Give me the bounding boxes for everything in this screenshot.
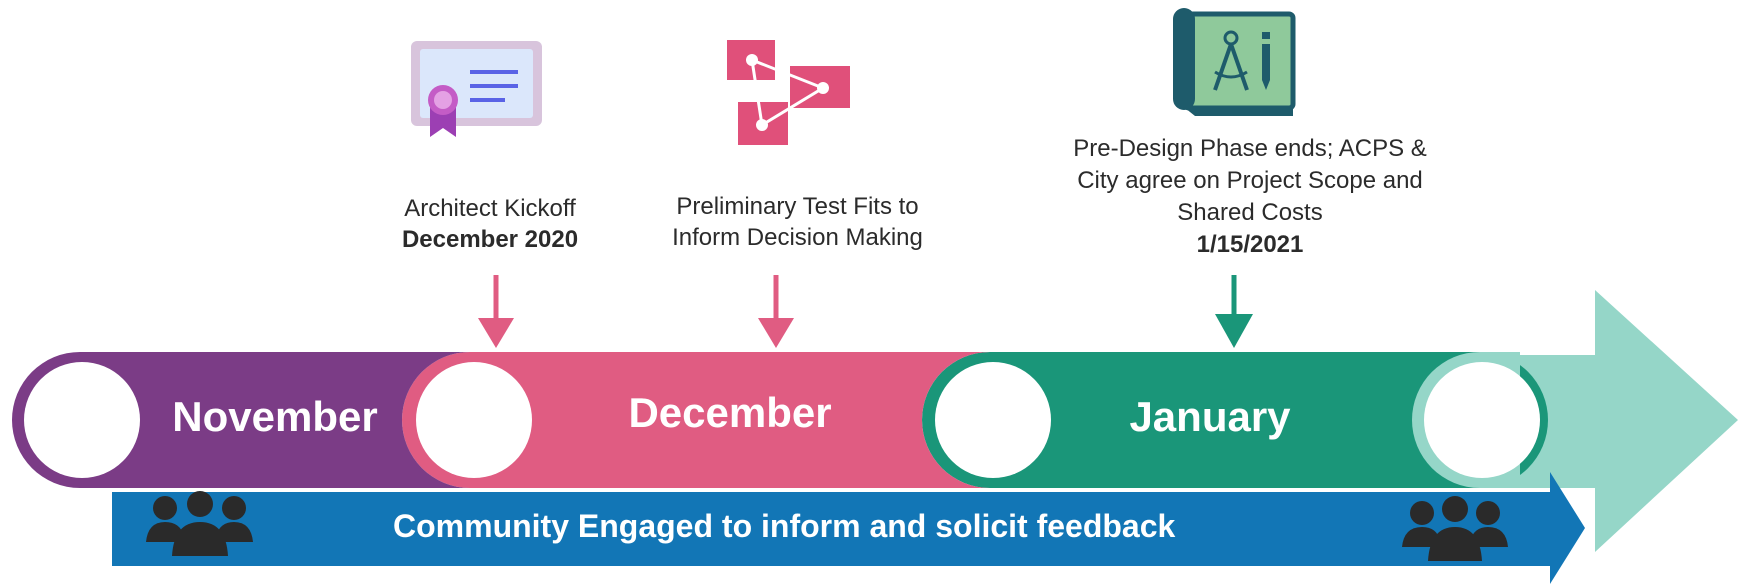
milestone-description: Shared Costs (1177, 199, 1323, 226)
people-group-icon (146, 491, 253, 556)
milestone-arrow-3 (1215, 275, 1253, 348)
milestone-label-pre-design-ends: Pre-Design Phase ends; ACPS & City agree… (1010, 133, 1490, 261)
segment-december (402, 352, 990, 488)
milestone-circle-december (416, 362, 532, 478)
milestone-circle-november (24, 362, 140, 478)
network-diagram-icon (727, 40, 850, 145)
milestone-circle-end (1424, 362, 1540, 478)
month-label-november: November (172, 393, 378, 440)
milestone-label-test-fits: Preliminary Test Fits to Inform Decision… (630, 191, 965, 253)
community-banner-arrow (112, 472, 1585, 584)
milestone-description: Architect Kickoff (404, 195, 576, 222)
segment-january (922, 352, 1548, 488)
milestone-circle-january (935, 362, 1051, 478)
community-banner-text: Community Engaged to inform and solicit … (393, 508, 1176, 544)
milestone-description: City agree on Project Scope and (1077, 167, 1423, 194)
month-label-december: December (628, 389, 832, 436)
milestone-label-architect-kickoff: Architect Kickoff December 2020 (340, 193, 640, 255)
milestone-description: Preliminary Test Fits to (676, 193, 919, 220)
certificate-icon (411, 41, 542, 137)
milestone-date: December 2020 (401, 226, 579, 253)
milestone-description: Inform Decision Making (672, 224, 923, 251)
milestone-date: 1/15/2021 (1196, 231, 1304, 258)
people-group-icon (1402, 496, 1508, 561)
blueprint-compass-icon (1173, 8, 1296, 116)
milestone-arrow-1 (478, 275, 514, 348)
month-label-january: January (1129, 393, 1291, 440)
milestone-description: Pre-Design Phase ends; ACPS & (1073, 135, 1427, 162)
milestone-arrow-2 (758, 275, 794, 348)
